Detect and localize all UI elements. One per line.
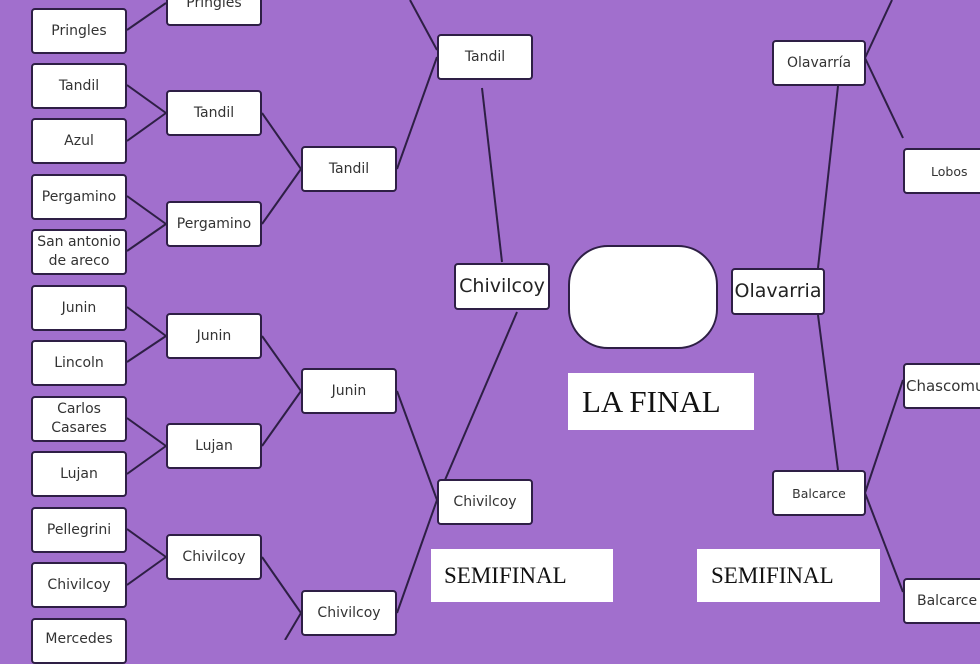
champion-oval bbox=[568, 245, 718, 349]
team-box-r1: Tandil bbox=[31, 63, 127, 109]
team-box-r4: Chivilcoy bbox=[437, 479, 533, 525]
team-box-r2: Lujan bbox=[166, 423, 262, 469]
semifinal-label-right: SEMIFINAL bbox=[697, 549, 880, 602]
team-box-right-semi: Olavarría bbox=[772, 40, 866, 86]
team-box-r2: Pringles bbox=[166, 0, 262, 26]
team-box-r2: Junin bbox=[166, 313, 262, 359]
bracket-lines bbox=[126, 0, 904, 640]
team-box-right-quarter: Balcarce bbox=[903, 578, 980, 624]
right-finalist-box: Olavarria bbox=[731, 268, 825, 315]
team-box-r1: Azul bbox=[31, 118, 127, 164]
left-finalist-box: Chivilcoy bbox=[454, 263, 550, 310]
team-box-r1: Lincoln bbox=[31, 340, 127, 386]
team-box-right-quarter: Chascomu bbox=[903, 363, 980, 409]
team-box-right-semi: Balcarce bbox=[772, 470, 866, 516]
team-box-r3: Tandil bbox=[301, 146, 397, 192]
team-box-r1: San antonio de areco bbox=[31, 229, 127, 275]
team-box-r1: Pellegrini bbox=[31, 507, 127, 553]
semifinal-label-left: SEMIFINAL bbox=[431, 549, 613, 602]
team-box-r1: Junin bbox=[31, 285, 127, 331]
team-box-r3: Chivilcoy bbox=[301, 590, 397, 636]
team-box-r1: Chivilcoy bbox=[31, 562, 127, 608]
team-box-r2: Tandil bbox=[166, 90, 262, 136]
team-box-r3: Junin bbox=[301, 368, 397, 414]
team-box-r1: Pringles bbox=[31, 8, 127, 54]
team-box-r4: Tandil bbox=[437, 34, 533, 80]
team-box-r2: Pergamino bbox=[166, 201, 262, 247]
team-box-r1: Lujan bbox=[31, 451, 127, 497]
team-box-r2: Chivilcoy bbox=[166, 534, 262, 580]
team-box-right-quarter: Lobos bbox=[903, 148, 980, 194]
team-box-r1: Carlos Casares bbox=[31, 396, 127, 442]
team-box-r1: Pergamino bbox=[31, 174, 127, 220]
final-label: LA FINAL bbox=[568, 373, 754, 430]
team-box-r1: Mercedes bbox=[31, 618, 127, 664]
